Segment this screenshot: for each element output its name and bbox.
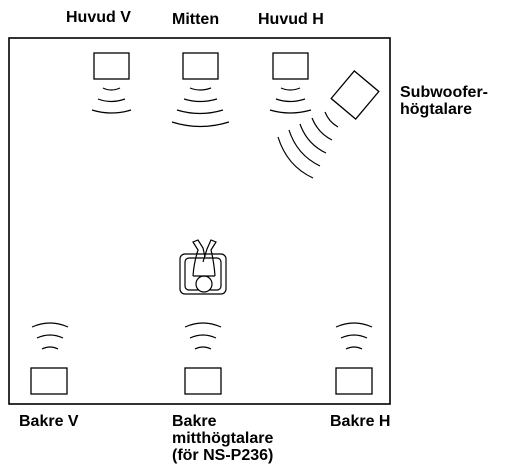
center-label: Mitten — [172, 11, 220, 28]
listener-icon — [179, 239, 227, 295]
rear-left-label: Bakre V — [19, 413, 79, 430]
rear-center-label-line2: mitthögtalare — [172, 430, 274, 447]
front-left-speaker — [91, 52, 132, 114]
front-right-label: Huvud H — [258, 11, 324, 28]
room-outline — [8, 37, 391, 405]
rear-center-label-line1: Bakre — [172, 413, 217, 430]
center-speaker — [171, 52, 230, 128]
subwoofer-label: Subwoofer- högtalare — [400, 84, 488, 118]
rear-right-speaker — [335, 322, 373, 395]
rear-left-speaker — [30, 322, 69, 395]
subwoofer-speaker — [277, 70, 380, 179]
rear-right-label: Bakre H — [330, 413, 391, 430]
rear-center-label: Bakre mitthögtalare (för NS-P236) — [172, 413, 273, 464]
front-left-label: Huvud V — [66, 9, 131, 26]
rear-center-label-line3: (för NS-P236) — [172, 447, 274, 464]
subwoofer-label-line2: högtalare — [400, 101, 473, 118]
subwoofer-label-line1: Subwoofer- — [400, 84, 488, 101]
rear-center-speaker — [184, 322, 222, 395]
front-right-speaker — [269, 52, 312, 114]
